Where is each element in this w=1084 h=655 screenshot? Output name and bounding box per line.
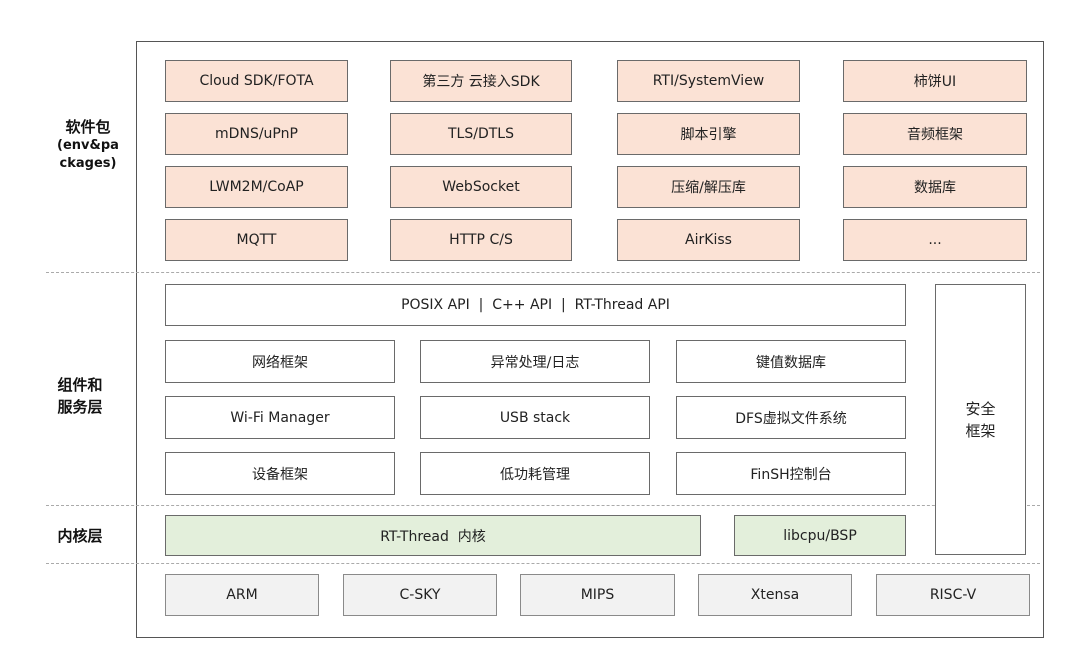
svc-finsh-console: FinSH控制台 [676, 452, 906, 495]
pkg-cloud-access-sdk: 第三方 云接入SDK [390, 60, 572, 102]
services-title-1: 组件和 [57, 376, 103, 394]
svc-network-framework: 网络框架 [165, 340, 395, 383]
pkg-mdns-upnp: mDNS/uPnP [165, 113, 348, 155]
kernel-bsp: libcpu/BSP [734, 515, 906, 556]
kernel-core: RT-Thread 内核 [165, 515, 701, 556]
arch-xtensa: Xtensa [698, 574, 852, 616]
svc-exception-log: 异常处理/日志 [420, 340, 650, 383]
security-line-1: 安全 [965, 399, 996, 418]
separator-services-kernel [46, 505, 1040, 506]
svc-kv-database: 键值数据库 [676, 340, 906, 383]
arch-csky: C-SKY [343, 574, 497, 616]
layer-label-services: 组件和 服务层 [40, 374, 120, 418]
pkg-mqtt: MQTT [165, 219, 348, 261]
packages-subtitle-1: (env&pa [57, 138, 119, 153]
pkg-persimmon-ui: 柿饼UI [843, 60, 1027, 102]
svc-usb-stack: USB stack [420, 396, 650, 439]
svc-wifi-manager: Wi-Fi Manager [165, 396, 395, 439]
security-line-2: 框架 [965, 421, 996, 440]
api-bar: POSIX API | C++ API | RT-Thread API [165, 284, 906, 326]
separator-kernel-arch [46, 563, 1040, 564]
layer-label-packages: 软件包 (env&pa ckages) [40, 117, 136, 173]
pkg-cloud-sdk: Cloud SDK/FOTA [165, 60, 348, 102]
pkg-lwm2m-coap: LWM2M/CoAP [165, 166, 348, 208]
arch-arm: ARM [165, 574, 319, 616]
packages-title: 软件包 [65, 118, 111, 136]
packages-subtitle-2: ckages) [59, 156, 117, 171]
pkg-airkiss: AirKiss [617, 219, 800, 261]
pkg-script-engine: 脚本引擎 [617, 113, 800, 155]
security-framework: 安全 框架 [935, 284, 1026, 555]
svc-device-framework: 设备框架 [165, 452, 395, 495]
pkg-audio-framework: 音频框架 [843, 113, 1027, 155]
pkg-websocket: WebSocket [390, 166, 572, 208]
separator-packages-services [46, 272, 1040, 273]
layer-label-kernel: 内核层 [57, 527, 103, 545]
services-title-2: 服务层 [57, 398, 103, 416]
arch-mips: MIPS [520, 574, 675, 616]
svc-dfs: DFS虚拟文件系统 [676, 396, 906, 439]
svc-low-power: 低功耗管理 [420, 452, 650, 495]
pkg-compression-lib: 压缩/解压库 [617, 166, 800, 208]
pkg-database: 数据库 [843, 166, 1027, 208]
pkg-http-cs: HTTP C/S [390, 219, 572, 261]
pkg-rti-systemview: RTI/SystemView [617, 60, 800, 102]
arch-riscv: RISC-V [876, 574, 1030, 616]
pkg-tls-dtls: TLS/DTLS [390, 113, 572, 155]
pkg-more: ... [843, 219, 1027, 261]
